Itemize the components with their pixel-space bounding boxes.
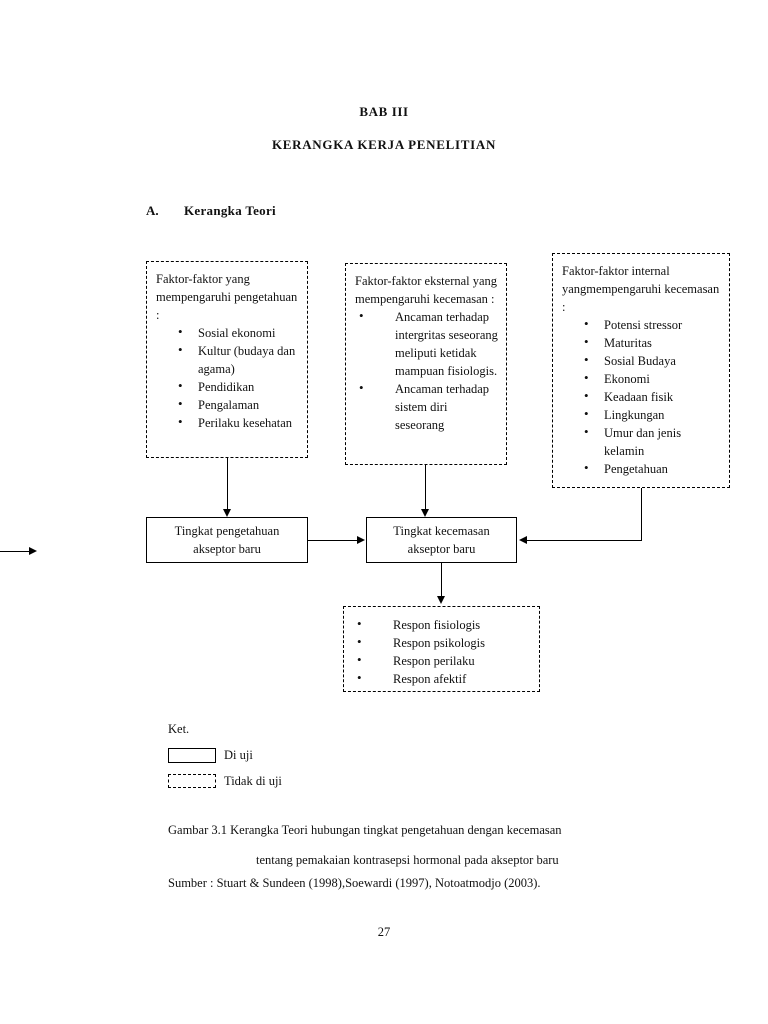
connector-offpage-left [0, 551, 30, 552]
list-item: Maturitas [562, 333, 721, 352]
box-internal-factors-heading: Faktor-faktor internal yangmempengaruhi … [562, 264, 720, 314]
list-item: Lingkungan [562, 405, 721, 424]
arrowhead-down-response [436, 596, 445, 604]
connector-anxiety-to-response [441, 563, 442, 598]
list-item: Pengalaman [156, 395, 299, 414]
connector-knowledge-factors-to-level [227, 458, 228, 513]
figure-source-line: Sumber : Stuart & Sundeen (1998),Soeward… [168, 876, 541, 890]
legend-swatch-dashed [168, 774, 216, 788]
list-item: Sosial ekonomi [156, 323, 299, 342]
box-external-factors-list: Ancaman terhadap intergritas seseorang m… [355, 307, 498, 434]
box-anxiety-level-line1: Tingkat kecemasan [393, 524, 490, 538]
legend-title: Ket. [168, 722, 190, 736]
list-item: Ancaman terhadap intergritas seseorang m… [355, 307, 498, 380]
figure-caption-line1: Gambar 3.1 Kerangka Teori hubungan tingk… [168, 823, 562, 837]
arrowhead-down-external [420, 509, 429, 517]
page-subtitle: KERANGKA KERJA PENELITIAN [271, 137, 497, 152]
list-item: Pendidikan [156, 377, 299, 396]
box-response: Respon fisiologis Respon psikologis Resp… [343, 606, 540, 692]
box-anxiety-level-line2: akseptor baru [407, 542, 476, 556]
list-item: Pengetahuan [562, 459, 721, 478]
list-item: Ancaman terhadap sistem diri seseorang [355, 379, 498, 434]
list-item: Respon perilaku [353, 651, 531, 670]
connector-internal-factors-vertical [641, 488, 642, 540]
box-knowledge-factors-list: Sosial ekonomi Kultur (budaya dan agama)… [156, 323, 299, 432]
legend-swatch-solid [168, 748, 216, 763]
list-item: Respon psikologis [353, 633, 531, 652]
legend-label-not-tested: Tidak di uji [224, 774, 282, 788]
connector-knowledge-to-anxiety [308, 540, 358, 541]
section-letter: A. [146, 203, 159, 218]
list-item: Umur dan jenis kelamin [562, 423, 721, 460]
box-internal-factors: Faktor-faktor internal yangmempengaruhi … [552, 253, 730, 488]
box-knowledge-factors-heading: Faktor-faktor yang mempengaruhi pengetah… [156, 272, 298, 322]
list-item: Keadaan fisik [562, 387, 721, 406]
arrowhead-right-offpage [29, 546, 37, 555]
connector-internal-factors-horizontal [527, 540, 642, 541]
list-item: Perilaku kesehatan [156, 413, 299, 432]
legend-label-tested: Di uji [224, 748, 253, 762]
box-knowledge-level-line2: akseptor baru [193, 542, 261, 556]
arrowhead-left-internal [519, 535, 527, 544]
list-item: Ekonomi [562, 369, 721, 388]
list-item: Potensi stressor [562, 315, 721, 334]
box-internal-factors-list: Potensi stressor Maturitas Sosial Budaya… [562, 315, 721, 478]
section-title: Kerangka Teori [184, 203, 276, 218]
arrowhead-down-knowledge [222, 509, 231, 517]
list-item: Sosial Budaya [562, 351, 721, 370]
connector-external-factors-to-anxiety [425, 465, 426, 513]
box-knowledge-level-line1: Tingkat pengetahuan [174, 524, 280, 538]
box-anxiety-level: Tingkat kecemasan akseptor baru [366, 517, 517, 563]
list-item: Kultur (budaya dan agama) [156, 341, 299, 378]
box-response-list: Respon fisiologis Respon psikologis Resp… [353, 615, 531, 688]
box-knowledge-factors: Faktor-faktor yang mempengaruhi pengetah… [146, 261, 308, 458]
arrowhead-right-knowledge-to-anxiety [357, 535, 365, 544]
box-knowledge-level: Tingkat pengetahuan akseptor baru [146, 517, 308, 563]
box-external-factors-heading: Faktor-faktor eksternal yang mempengaruh… [355, 274, 498, 306]
list-item: Respon afektif [353, 669, 531, 688]
page-number: 27 [377, 925, 391, 939]
list-item: Respon fisiologis [353, 615, 531, 634]
page-title: BAB III [359, 104, 409, 119]
box-external-factors: Faktor-faktor eksternal yang mempengaruh… [345, 263, 507, 465]
figure-caption-line2: tentang pemakaian kontrasepsi hormonal p… [256, 853, 559, 867]
